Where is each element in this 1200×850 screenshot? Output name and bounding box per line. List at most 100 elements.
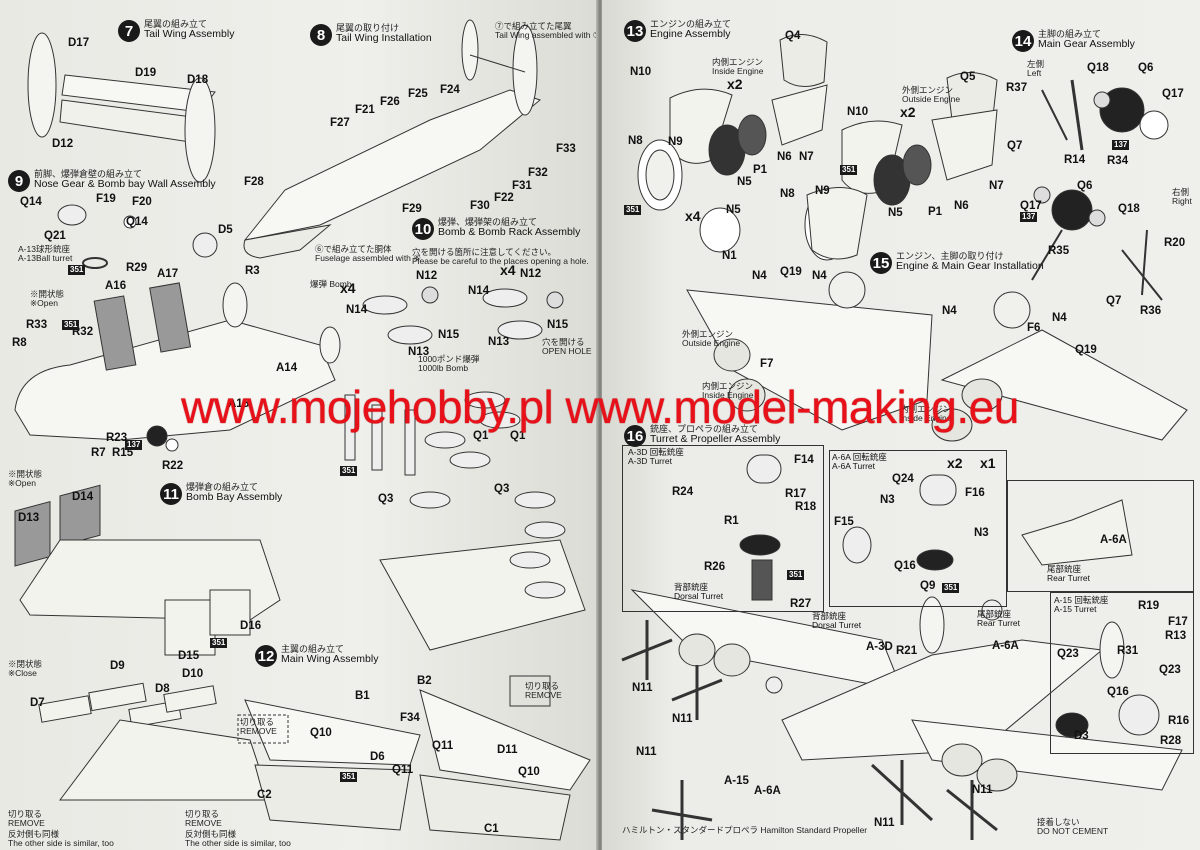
part-label: Q18 xyxy=(1118,203,1140,215)
part-label: Q7 xyxy=(1106,295,1122,307)
part-label: C1 xyxy=(484,823,499,835)
step-title-en: Engine & Main Gear Installation xyxy=(896,260,1044,273)
part-label: F19 xyxy=(96,193,116,205)
part-label: R19 xyxy=(1138,600,1160,612)
part-label: F31 xyxy=(512,180,532,192)
step-number: 7 xyxy=(118,20,140,42)
part-label: B1 xyxy=(355,690,370,702)
part-label: F32 xyxy=(528,167,548,179)
part-label: F34 xyxy=(400,712,420,724)
part-label: Q10 xyxy=(518,766,540,778)
part-label: D3 xyxy=(1074,730,1089,742)
part-label: Q19 xyxy=(780,266,802,278)
part-label: D18 xyxy=(187,74,209,86)
part-label: R7 xyxy=(91,447,106,459)
part-label: A-6A xyxy=(1100,534,1127,546)
part-label: F7 xyxy=(760,358,774,370)
part-label: R21 xyxy=(896,645,918,657)
step-number: 13 xyxy=(624,20,646,42)
part-label: N9 xyxy=(815,185,830,197)
paint-chip: 351 xyxy=(62,320,80,330)
part-label: N11 xyxy=(632,682,653,694)
part-label: Q1 xyxy=(473,430,489,442)
step-title-jp: 尾翼の組み立て xyxy=(144,19,208,29)
part-label: F20 xyxy=(132,196,152,208)
part-label: D19 xyxy=(135,67,157,79)
part-label: A-6A xyxy=(992,640,1019,652)
step-title-en: Bomb Bay Assembly xyxy=(186,491,283,504)
step-title-en: Bomb & Bomb Rack Assembly xyxy=(438,226,581,239)
part-label: Q16 xyxy=(1107,686,1129,698)
note-close: ※閉状態※Close xyxy=(8,659,43,679)
note-hole: 穴を開ける箇所に注意してください。Please be careful to th… xyxy=(412,247,589,267)
rudder-d18 xyxy=(184,77,216,183)
part-label: Q16 xyxy=(894,560,916,572)
rudder-d17 xyxy=(27,32,57,138)
part-label: Q3 xyxy=(494,483,510,495)
paint-chip: 351 xyxy=(340,772,358,782)
part-label: D15 xyxy=(178,650,200,662)
part-label: Q6 xyxy=(1077,180,1093,192)
step-title-en: Turret & Propeller Assembly xyxy=(650,433,781,446)
step-number: 16 xyxy=(624,425,646,447)
part-label: A-15 xyxy=(724,775,749,787)
part-label: R8 xyxy=(12,337,27,349)
step-title-en: Tail Wing Installation xyxy=(336,32,432,45)
part-label: N7 xyxy=(799,151,814,163)
right-page-diagram xyxy=(621,34,1188,840)
part-label: A15 xyxy=(228,398,250,410)
part-label: Q24 xyxy=(892,473,914,485)
part-label: Q3 xyxy=(378,493,394,505)
part-label: F14 xyxy=(794,454,814,466)
part-label: N3 xyxy=(880,494,895,506)
part-label: Q1 xyxy=(510,430,526,442)
part-label: D6 xyxy=(370,751,385,763)
part-label: N14 xyxy=(346,304,368,316)
step-title-jp: エンジンの組み立て xyxy=(650,19,732,29)
step-title-en: Engine Assembly xyxy=(650,28,731,41)
paint-chip: 137 xyxy=(1112,140,1130,150)
part-label: Q11 xyxy=(432,740,454,752)
part-label: R24 xyxy=(672,486,694,498)
part-label: Q11 xyxy=(392,764,414,776)
rear-turret-frame xyxy=(1007,480,1194,592)
part-label: D12 xyxy=(52,138,74,150)
part-label: R22 xyxy=(162,460,184,472)
part-label: R26 xyxy=(704,561,726,573)
step-number: 14 xyxy=(1012,30,1034,52)
part-label: F16 xyxy=(965,487,985,499)
part-label: D14 xyxy=(72,491,94,503)
part-label: D9 xyxy=(110,660,125,672)
part-label: R27 xyxy=(790,598,812,610)
part-label: N3 xyxy=(974,527,989,539)
a15-turret-frame xyxy=(1050,592,1194,754)
part-label: N11 xyxy=(874,817,895,829)
step-number: 12 xyxy=(255,645,277,667)
part-label: R23 xyxy=(106,432,128,444)
part-label: P1 xyxy=(928,206,943,218)
part-label: A-6A xyxy=(754,785,781,797)
note-open-2: ※開状態※Open xyxy=(8,469,43,489)
part-label: Q19 xyxy=(1075,344,1097,356)
fuselage-side xyxy=(14,319,336,441)
part-label: C2 xyxy=(257,789,272,801)
paint-chip: 351 xyxy=(340,466,358,476)
part-label: N4 xyxy=(1052,312,1067,324)
multiplier-x1: x1 xyxy=(980,455,996,471)
note-open-1: ※開状態※Open xyxy=(30,289,65,309)
part-label: Q23 xyxy=(1159,664,1181,676)
paint-chip: 137 xyxy=(125,440,143,450)
part-label: Q7 xyxy=(1007,140,1023,152)
part-label: F30 xyxy=(470,200,490,212)
part-label: R33 xyxy=(26,319,48,331)
